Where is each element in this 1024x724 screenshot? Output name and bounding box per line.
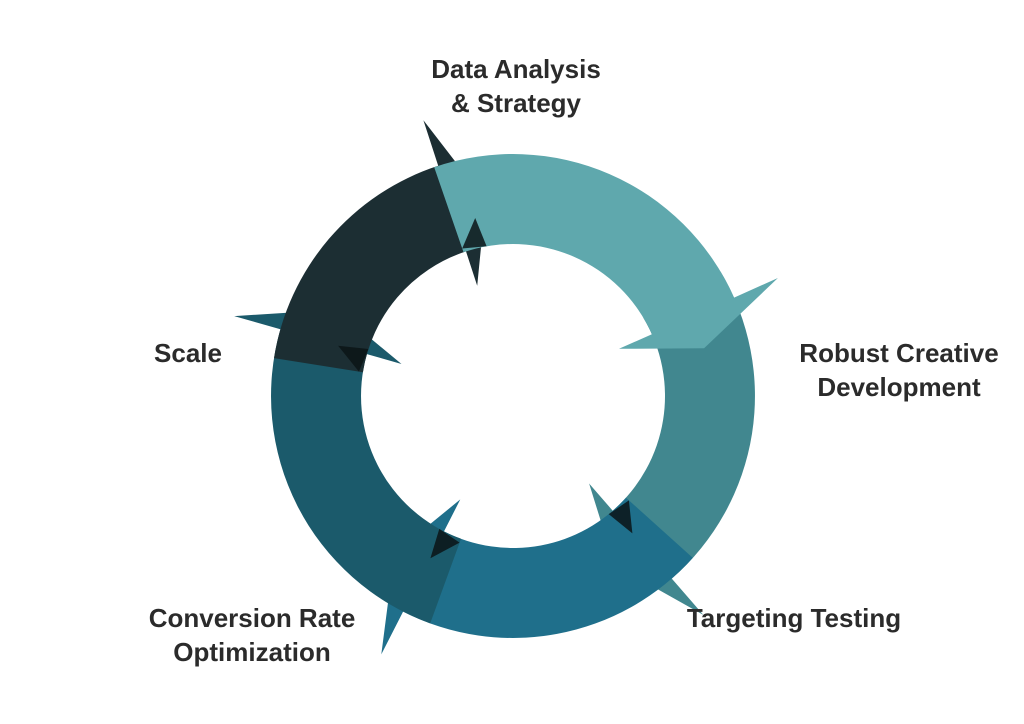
arrow-fold-shadow [338, 345, 369, 372]
stage-label-line: Data Analysis [431, 54, 601, 84]
stage-label-line: Targeting Testing [686, 603, 902, 633]
arrow-fold-shadow [430, 528, 460, 559]
stage-label-data-analysis: Data Analysis & Strategy [396, 52, 636, 120]
arrow-fold-shadow [462, 218, 487, 249]
stage-label-line: Scale [154, 338, 222, 368]
stage-label-line: Conversion Rate [148, 603, 356, 633]
cycle-arrow-data-analysis [434, 154, 778, 349]
stage-label-conversion-rate: Conversion Rate Optimization [128, 601, 376, 669]
cycle-arrow-targeting-testing [381, 497, 693, 655]
cycle-arrow-scale [274, 120, 486, 373]
stage-label-line: Robust Creative [799, 338, 999, 368]
stage-label-line: Optimization [173, 637, 331, 667]
stage-label-scale: Scale [118, 336, 258, 370]
stage-label-line: & Strategy [450, 88, 582, 118]
stage-label-targeting-testing: Targeting Testing [664, 601, 924, 635]
cycle-arrow-conversion-rate [234, 309, 461, 624]
arrow-fold-shadow [608, 500, 633, 534]
stage-label-line: Development [817, 372, 981, 402]
stage-label-robust-creative: Robust Creative Development [778, 336, 1020, 404]
